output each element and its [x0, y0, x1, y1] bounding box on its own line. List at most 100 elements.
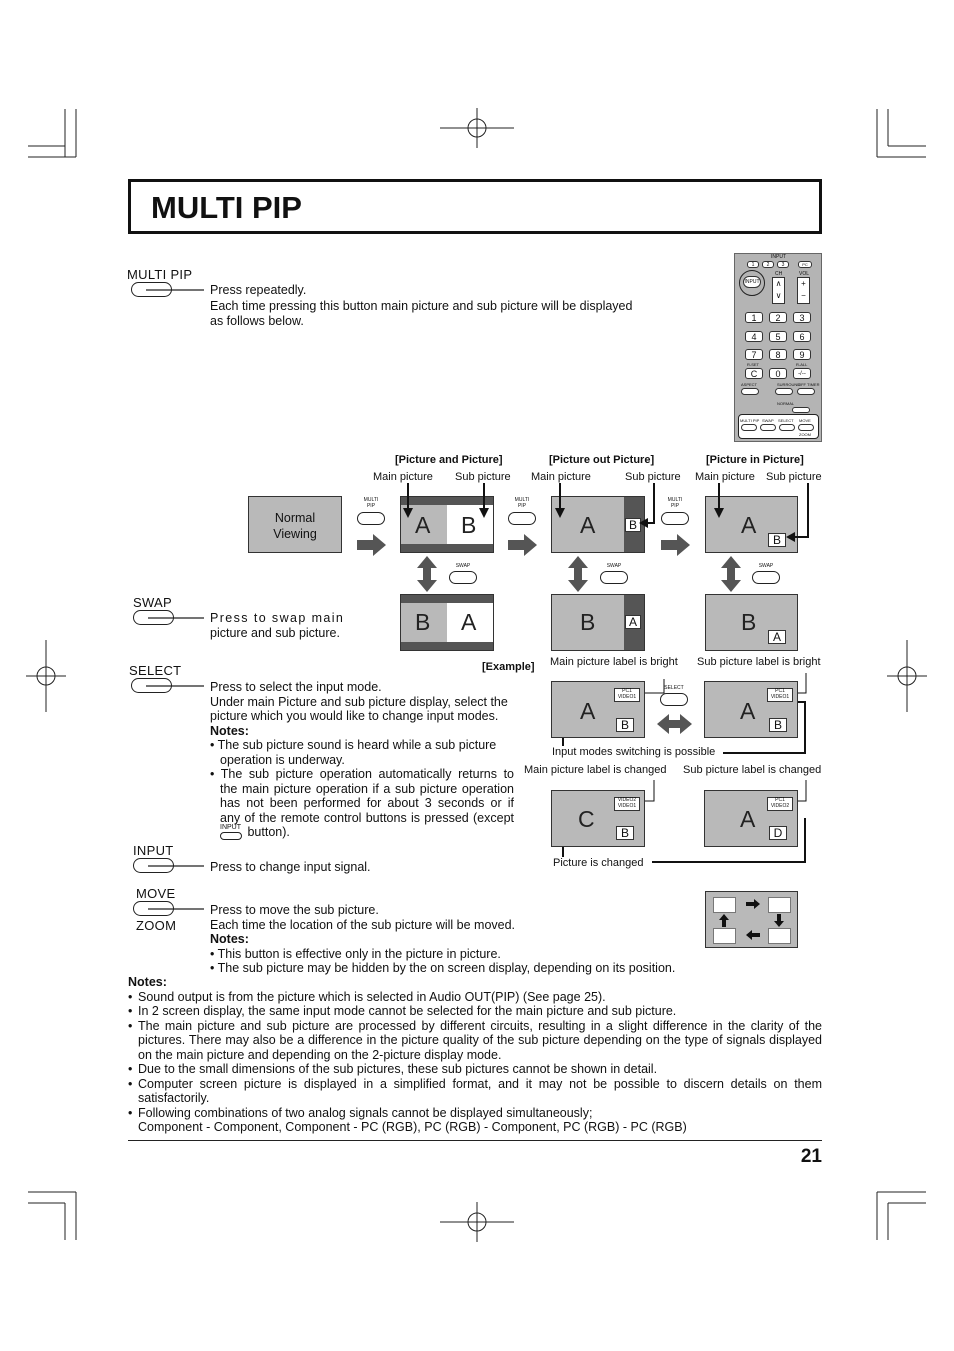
remote-swap-button[interactable] [760, 424, 776, 431]
small-swap-button-1[interactable] [449, 571, 477, 584]
remote-ch-label: CH [775, 271, 783, 277]
move-notes-title: Notes: [210, 932, 249, 946]
move-pos-bottom-right [768, 928, 791, 944]
small-multi-text-3b: PIP [670, 503, 680, 509]
example-screen-2: PC1 VIDEO1 A B [704, 681, 798, 738]
pop-screen: A B [551, 496, 645, 553]
flow-arrow-1 [357, 534, 386, 556]
remote-num-2[interactable]: 2 [769, 312, 787, 323]
move-button-label: MOVE [136, 886, 176, 901]
pip-sub-b: B [768, 533, 786, 547]
remote-vol-rocker[interactable]: +− [797, 277, 810, 304]
pop-main-label: Main picture [531, 471, 591, 483]
remote-rall-label: R-ALL [796, 362, 808, 367]
move-note-1: • This button is effective only in the p… [210, 946, 501, 961]
general-note-1-text: Sound output is from the picture which i… [138, 989, 606, 1004]
pap-letter-a: A [415, 512, 431, 538]
mode-pop-heading: [Picture out Picture] [549, 454, 655, 466]
pap-swapped-bottom-strip [401, 642, 493, 650]
remote-swap-label: SWAP [762, 418, 774, 423]
small-swap-button-3[interactable] [752, 571, 780, 584]
small-select-button[interactable] [660, 693, 688, 706]
remote-num-6[interactable]: 6 [793, 331, 811, 342]
remote-key-1[interactable]: 1 [747, 261, 759, 268]
remote-num-9[interactable]: 9 [793, 349, 811, 360]
mode-pip-heading: [Picture in Picture] [706, 454, 804, 466]
general-note-2: •In 2 screen display, the same input mod… [128, 1004, 677, 1018]
remote-multi-button[interactable] [741, 424, 757, 431]
remote-normal-button[interactable] [792, 407, 810, 413]
move-note-2: • The sub picture may be hidden by the o… [210, 961, 676, 975]
move-pos-top-left [713, 897, 736, 913]
remote-input-inner[interactable]: INPUT [743, 276, 761, 288]
remote-num-4[interactable]: 4 [745, 331, 763, 342]
pop-swapped-sub-a: A [625, 615, 641, 629]
small-swap-label-1: SWAP [455, 563, 471, 569]
remote-move-button[interactable] [798, 424, 814, 431]
inline-input-button: INPUT [220, 824, 244, 840]
remote-num-7[interactable]: 7 [745, 349, 763, 360]
remote-num-1[interactable]: 1 [745, 312, 763, 323]
swap-leader [148, 617, 204, 619]
multi-pip-desc-3: as follows below. [210, 314, 304, 328]
remote-select-button[interactable] [779, 424, 795, 431]
general-note-1: •Sound output is from the picture which … [128, 989, 606, 1004]
remote-normal-label: NORMAL [777, 401, 795, 406]
pap-letter-b: B [461, 512, 477, 538]
example-label: [Example] [482, 661, 535, 673]
remote-surround-button[interactable] [775, 388, 793, 395]
move-desc-2: Each time the location of the sub pictur… [210, 917, 516, 932]
remote-input-button[interactable] [739, 270, 765, 296]
general-notes: Notes: •Sound output is from the picture… [128, 975, 822, 1135]
remote-num-5[interactable]: 5 [769, 331, 787, 342]
remote-ch-rocker[interactable]: ∧∨ [772, 277, 785, 304]
pap-main-label: Main picture [373, 471, 433, 483]
input-leader [148, 865, 204, 867]
small-multi-text-2a: MULTI [514, 497, 530, 503]
pip-swapped-letter-b: B [741, 609, 757, 635]
example-screen-4: PC1 VIDEO2 A D [704, 790, 798, 847]
remote-offtimer-button[interactable] [797, 388, 815, 395]
move-desc-1: Press to move the sub picture. [210, 903, 379, 917]
main-label-bright: Main picture label is bright [550, 656, 678, 668]
remote-key-pc[interactable]: PC [798, 261, 812, 268]
select-desc-2: Under main Picture and sub picture displ… [210, 694, 508, 709]
normal-viewing-line1: Normal [274, 511, 316, 525]
move-diagram [705, 891, 798, 948]
small-multi-button-3[interactable] [661, 512, 689, 525]
small-multi-text-3a: MULTI [667, 497, 683, 503]
mode-pap-heading: [Picture and Picture] [395, 454, 503, 466]
select-desc-1: Press to select the input mode. [210, 680, 382, 694]
general-note-6b-text: Component - Component, Component - PC (R… [138, 1120, 687, 1134]
remote-aspect-button[interactable] [741, 388, 759, 395]
remote-key-dash[interactable]: -/-- [793, 368, 811, 379]
normal-viewing-screen: Normal Viewing [248, 496, 342, 553]
move-desc: Press to move the sub picture. Each time… [210, 903, 770, 976]
page-number: 21 [800, 1146, 822, 1167]
updown-arrow-1 [417, 556, 437, 592]
remote-num-3[interactable]: 3 [793, 312, 811, 323]
small-swap-label-2: SWAP [606, 563, 622, 569]
example-osd-4-line1: PC1 [775, 797, 785, 803]
picture-changed-label: Picture is changed [553, 857, 644, 869]
remote-key-c[interactable]: C [745, 368, 763, 379]
pop-letter-a: A [580, 512, 596, 538]
remote-num-8[interactable]: 8 [769, 349, 787, 360]
remote-key-3[interactable]: 3 [777, 261, 789, 268]
remote-num-0[interactable]: 0 [769, 368, 787, 379]
normal-viewing-line2: Viewing [273, 526, 317, 541]
general-note-2-text: In 2 screen display, the same input mode… [138, 1004, 677, 1018]
small-swap-label-3: SWAP [758, 563, 774, 569]
remote-key-2[interactable]: 2 [762, 261, 774, 268]
input-switching-label: Input modes switching is possible [552, 746, 716, 758]
diagram-arrows [357, 483, 809, 863]
leftright-arrow [657, 714, 692, 734]
pap-sub-label: Sub picture [455, 471, 511, 483]
updown-arrow-3 [721, 556, 741, 592]
multi-pip-desc-2: Each time pressing this button main pict… [210, 299, 633, 313]
small-multi-button-1[interactable] [357, 512, 385, 525]
small-swap-button-2[interactable] [600, 571, 628, 584]
small-multi-button-2[interactable] [508, 512, 536, 525]
